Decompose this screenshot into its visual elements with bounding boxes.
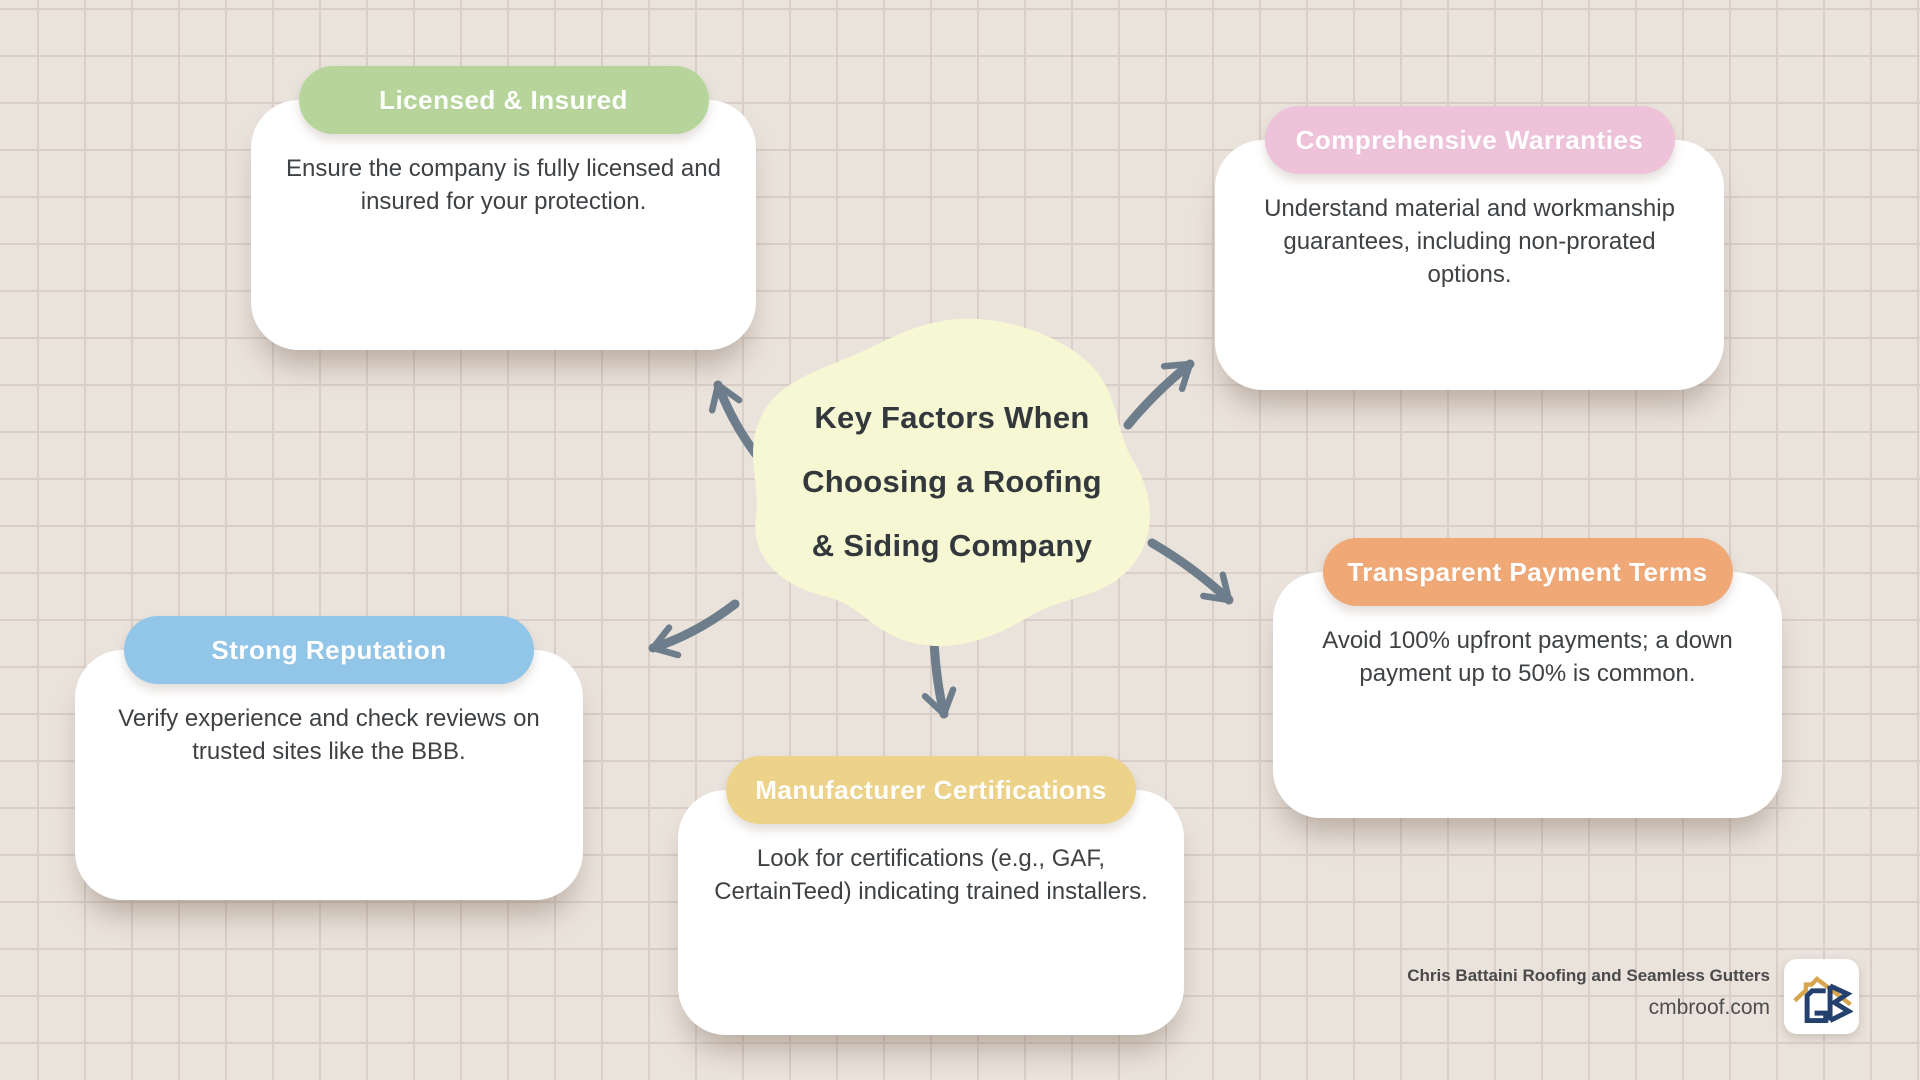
central-blob-shape xyxy=(753,318,1150,647)
card-header-transparent-payment-terms: Transparent Payment Terms xyxy=(1322,538,1733,606)
card-comprehensive-warranties: Comprehensive Warranties Understand mate… xyxy=(1215,106,1724,390)
card-header-label: Transparent Payment Terms xyxy=(1347,556,1708,587)
central-topic: Key Factors When Choosing a Roofing & Si… xyxy=(742,312,1162,652)
brand-footer: Chris Battaini Roofing and Seamless Gutt… xyxy=(1407,966,1770,1020)
card-body-text: Verify experience and check reviews on t… xyxy=(118,705,540,765)
card-header-label: Manufacturer Certifications xyxy=(755,774,1107,805)
card-strong-reputation: Strong Reputation Verify experience and … xyxy=(75,616,583,900)
card-header-label: Comprehensive Warranties xyxy=(1295,124,1644,155)
card-manufacturer-certifications: Manufacturer Certifications Look for cer… xyxy=(678,756,1184,1035)
card-header-strong-reputation: Strong Reputation xyxy=(124,616,534,684)
card-header-label: Strong Reputation xyxy=(211,634,447,665)
card-body-text: Understand material and workmanship guar… xyxy=(1264,195,1675,288)
company-logo xyxy=(1784,959,1859,1034)
central-topic-title: Key Factors When Choosing a Roofing & Si… xyxy=(802,400,1102,563)
card-transparent-payment-terms: Transparent Payment Terms Avoid 100% upf… xyxy=(1273,538,1782,818)
card-licensed-insured: Licensed & Insured Ensure the company is… xyxy=(251,66,756,350)
card-header-comprehensive-warranties: Comprehensive Warranties xyxy=(1264,106,1675,174)
cb-monogram-icon xyxy=(1792,975,1853,1023)
card-body-text: Ensure the company is fully licensed and… xyxy=(286,155,721,215)
card-body-text: Avoid 100% upfront payments; a down paym… xyxy=(1322,627,1733,687)
arrow-strong-reputation xyxy=(648,599,740,659)
website-url: cmbroof.com xyxy=(1648,996,1770,1019)
card-header-label: Licensed & Insured xyxy=(379,84,628,115)
card-header-manufacturer-certifications: Manufacturer Certifications xyxy=(726,756,1136,824)
arrow-transparent-payment-terms xyxy=(1147,538,1234,605)
card-body-text: Look for certifications (e.g., GAF, Cert… xyxy=(714,845,1148,905)
company-name: Chris Battaini Roofing and Seamless Gutt… xyxy=(1407,966,1770,985)
card-header-licensed-insured: Licensed & Insured xyxy=(298,66,709,134)
